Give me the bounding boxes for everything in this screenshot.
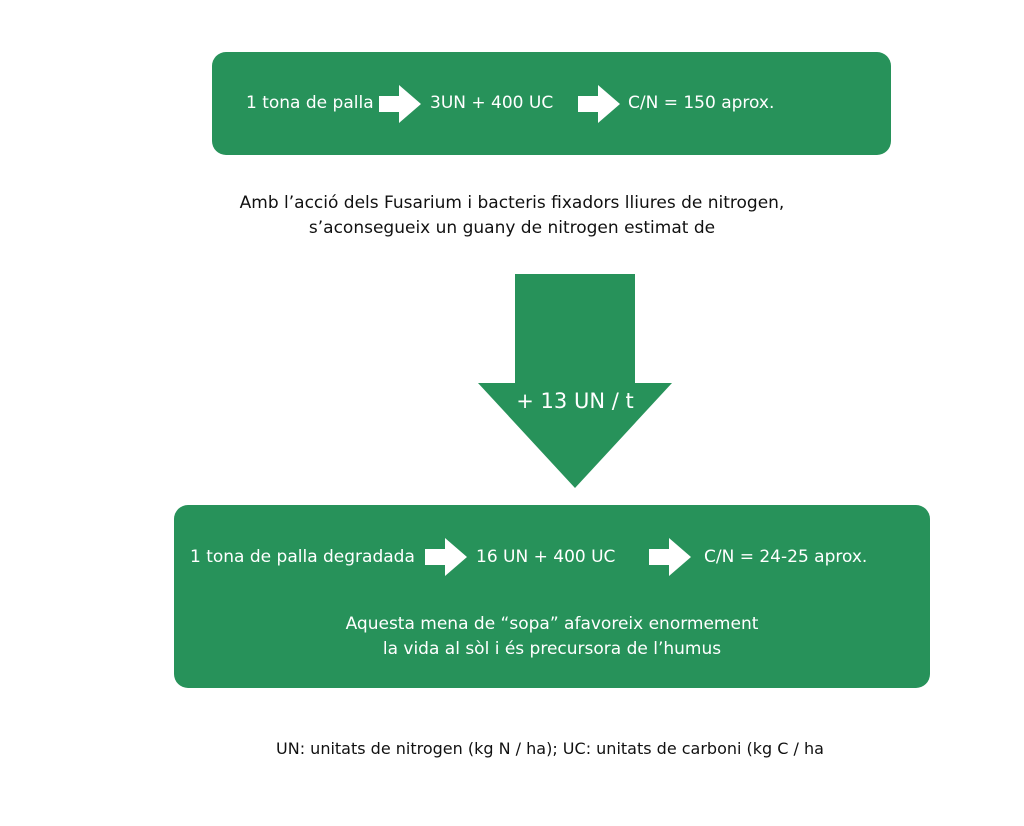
right-arrow-icon — [649, 538, 691, 576]
right-arrow-icon — [379, 85, 421, 123]
bottom-note-line2: la vida al sòl i és precursora de l’humu… — [382, 639, 722, 659]
bottom-input-label: 1 tona de palla degradada — [190, 547, 415, 567]
down-arrow-icon — [478, 274, 672, 488]
right-arrow-icon — [578, 85, 620, 123]
top-nutrient-label: 3UN + 400 UC — [430, 93, 554, 113]
intermediate-text-line1: Amb l’acció dels Fusarium i bacteris fix… — [239, 193, 785, 213]
top-process-box: 1 tona de palla 3UN + 400 UC C/N = 150 a… — [212, 52, 891, 155]
bottom-process-box: 1 tona de palla degradada 16 UN + 400 UC… — [174, 505, 930, 688]
right-arrow-icon — [425, 538, 467, 576]
footnote: UN: unitats de nitrogen (kg N / ha); UC:… — [276, 739, 824, 758]
bottom-nutrient-label: 16 UN + 400 UC — [476, 547, 616, 567]
top-input-label: 1 tona de palla — [246, 93, 374, 113]
top-ratio-label: C/N = 150 aprox. — [628, 93, 775, 113]
nitrogen-gain-label: + 13 UN / t — [516, 389, 634, 413]
bottom-ratio-label: C/N = 24-25 aprox. — [704, 547, 868, 567]
intermediate-text-line2: s’aconsegueix un guany de nitrogen estim… — [308, 218, 716, 238]
bottom-note-line1: Aquesta mena de “sopa” afavoreix enormem… — [345, 614, 759, 634]
